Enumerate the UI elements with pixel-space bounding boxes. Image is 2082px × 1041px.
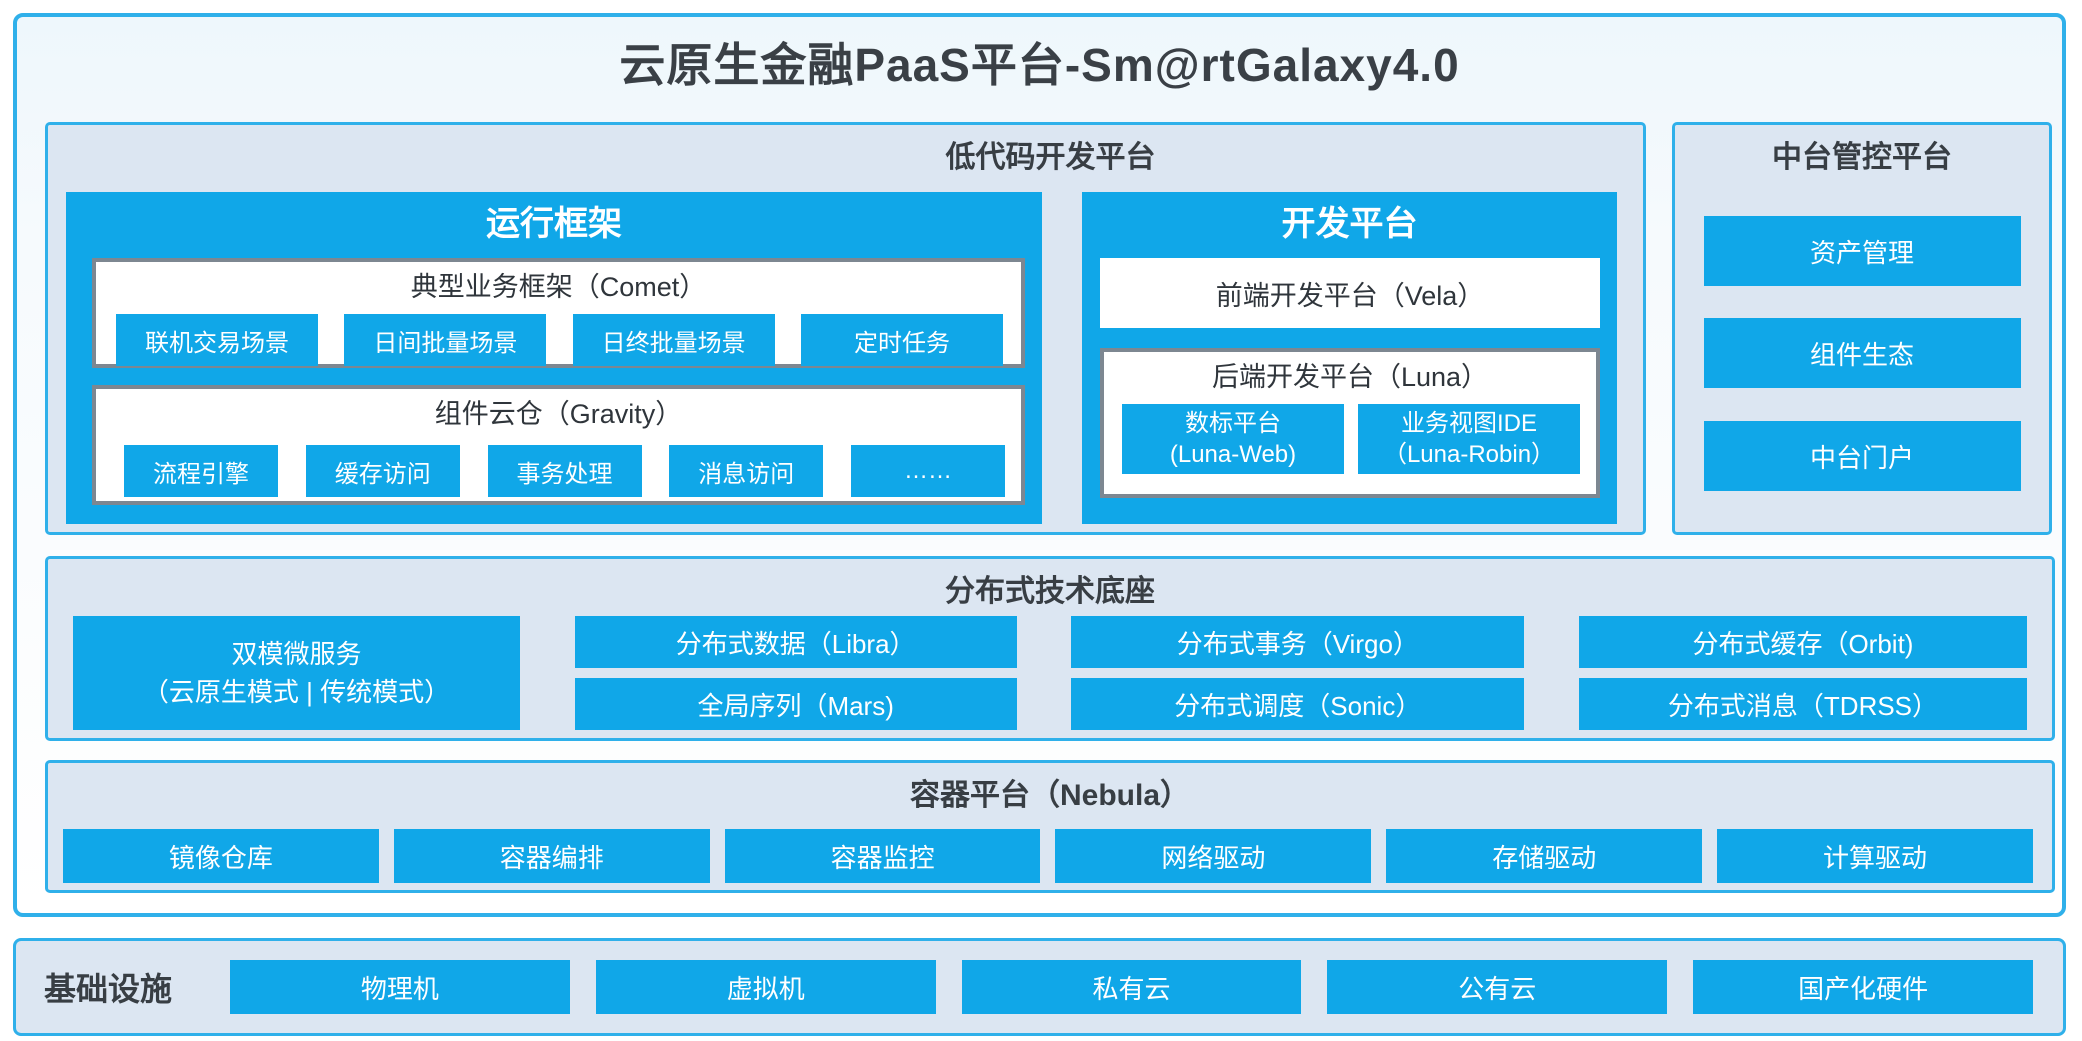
gravity-warehouse-title: 组件云仓（Gravity） [434,399,683,429]
comet-framework-box: 典型业务框架（Comet） 联机交易场景 日间批量场景 日终批量场景 定时任务 [92,258,1025,368]
node-scheduled-task: 定时任务 [800,314,1003,366]
node-global-sequence-mars: 全局序列（Mars) [574,678,1017,730]
lowcode-platform-title: 低代码开发平台 [945,141,1156,174]
node-asset-management: 资产管理 [1703,216,2021,286]
container-platform-row: 镜像仓库 容器编排 容器监控 网络驱动 存储驱动 计算驱动 [63,829,2033,883]
luna-backend-box: 后端开发平台（Luna） 数标平台 (Luna-Web) 业务视图IDE （Lu… [1100,348,1600,498]
node-luna-robin-code: （Luna-Robin） [1382,441,1556,468]
luna-backend-title: 后端开发平台（Luna） [1211,362,1489,392]
node-luna-web: 数标平台 (Luna-Web) [1122,404,1344,474]
node-virtual-machine: 虚拟机 [595,960,936,1014]
node-dual-mode-microservices: 双模微服务 （云原生模式 | 传统模式） [73,616,520,730]
comet-items-row: 联机交易场景 日间批量场景 日终批量场景 定时任务 [96,314,1021,366]
distributed-column-3: 分布式缓存（Orbit) 分布式消息（TDRSS） [1578,616,2027,730]
node-message-access: 消息访问 [669,445,824,497]
node-daytime-batch: 日间批量场景 [344,314,547,366]
distributed-column-2: 分布式事务（Virgo） 分布式调度（Sonic） [1071,616,1525,730]
node-transaction-processing: 事务处理 [487,445,642,497]
infrastructure-row: 物理机 虚拟机 私有云 公有云 国产化硬件 [230,960,2033,1014]
node-distributed-transaction-virgo: 分布式事务（Virgo） [1071,616,1525,668]
lowcode-platform-body: 运行框架 典型业务框架（Comet） 联机交易场景 日间批量场景 日终批量场景 … [66,192,1617,524]
node-storage-driver: 存储驱动 [1386,829,1703,883]
node-image-registry: 镜像仓库 [63,829,379,883]
node-midend-portal: 中台门户 [1703,421,2021,491]
container-platform-title: 容器平台（Nebula） [909,779,1191,812]
node-private-cloud: 私有云 [961,960,1302,1014]
node-distributed-cache-orbit: 分布式缓存（Orbit) [1578,616,2027,668]
node-cache-access: 缓存访问 [305,445,460,497]
node-luna-web-name: 数标平台 [1185,410,1281,437]
node-dual-mode-line1: 双模微服务 [231,639,362,669]
node-eod-batch: 日终批量场景 [572,314,775,366]
distributed-base-panel: 分布式技术底座 双模微服务 （云原生模式 | 传统模式） 分布式数据（Libra… [45,556,2055,741]
runtime-framework-title: 运行框架 [486,205,622,243]
node-domestic-hardware: 国产化硬件 [1693,960,2033,1014]
node-component-ecosystem: 组件生态 [1703,318,2021,388]
infrastructure-panel: 基础设施 物理机 虚拟机 私有云 公有云 国产化硬件 [13,938,2066,1036]
distributed-column-1: 分布式数据（Libra） 全局序列（Mars) [574,616,1017,730]
lowcode-platform-panel: 低代码开发平台 运行框架 典型业务框架（Comet） 联机交易场景 日间批量场景… [45,122,1646,535]
node-process-engine: 流程引擎 [124,445,278,497]
distributed-base-body: 双模微服务 （云原生模式 | 传统模式） 分布式数据（Libra） 全局序列（M… [73,616,2027,730]
node-luna-robin: 业务视图IDE （Luna-Robin） [1358,404,1580,474]
midend-control-panel: 中台管控平台 资产管理 组件生态 中台门户 [1672,122,2052,535]
node-distributed-data-libra: 分布式数据（Libra） [574,616,1017,668]
node-network-driver: 网络驱动 [1055,829,1372,883]
node-online-trading: 联机交易场景 [116,314,318,366]
dev-platform-title: 开发平台 [1281,205,1418,243]
node-dual-mode-line2: （云原生模式 | 传统模式） [142,677,451,707]
infrastructure-label: 基础设施 [44,971,173,1007]
runtime-framework-section: 运行框架 典型业务框架（Comet） 联机交易场景 日间批量场景 日终批量场景 … [66,192,1042,524]
midend-control-title: 中台管控平台 [1772,141,1952,174]
luna-items-row: 数标平台 (Luna-Web) 业务视图IDE （Luna-Robin） [1104,404,1596,474]
node-public-cloud: 公有云 [1327,960,1668,1014]
gravity-warehouse-box: 组件云仓（Gravity） 流程引擎 缓存访问 事务处理 消息访问 …… [92,385,1025,505]
node-container-monitoring: 容器监控 [724,829,1041,883]
node-luna-robin-name: 业务视图IDE [1400,410,1537,437]
node-container-orchestration: 容器编排 [393,829,710,883]
gravity-items-row: 流程引擎 缓存访问 事务处理 消息访问 …… [96,445,1021,497]
page-title: 云原生金融PaaS平台-Sm@rtGalaxy4.0 [619,39,1460,91]
vela-frontend-box: 前端开发平台（Vela） [1100,258,1600,328]
node-distributed-message-tdrss: 分布式消息（TDRSS） [1578,678,2027,730]
node-ellipsis: …… [851,445,1005,497]
node-physical-machine: 物理机 [230,960,570,1014]
comet-framework-title: 典型业务框架（Comet） [410,272,707,302]
container-platform-panel: 容器平台（Nebula） 镜像仓库 容器编排 容器监控 网络驱动 存储驱动 计算… [45,760,2055,893]
node-distributed-scheduling-sonic: 分布式调度（Sonic） [1071,678,1525,730]
node-compute-driver: 计算驱动 [1717,829,2033,883]
main-wrapper: 云原生金融PaaS平台-Sm@rtGalaxy4.0 低代码开发平台 运行框架 … [13,13,2066,917]
distributed-base-title: 分布式技术底座 [945,575,1155,608]
dev-platform-section: 开发平台 前端开发平台（Vela） 后端开发平台（Luna） 数标平台 (Lun… [1082,192,1617,524]
node-luna-web-code: (Luna-Web) [1169,441,1297,468]
